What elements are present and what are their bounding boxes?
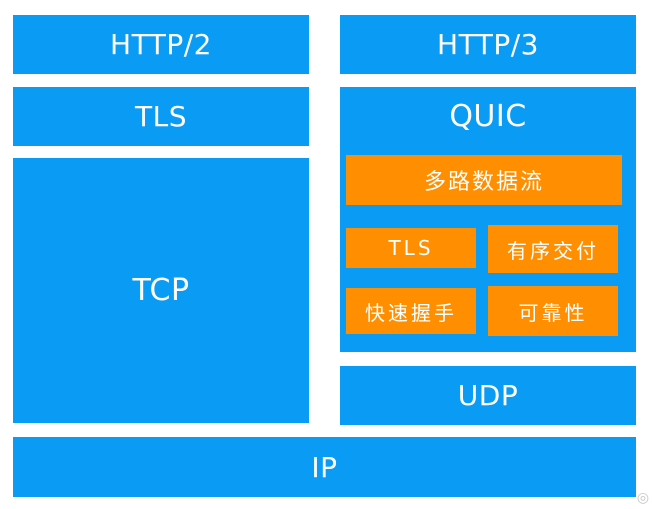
multiplexed-streams-box: 多路数据流: [346, 155, 622, 205]
http2-label: HTTP/2: [110, 28, 212, 61]
reliability-box: 可靠性: [488, 286, 618, 336]
ordered-delivery-label: 有序交付: [507, 238, 599, 263]
watermark-icon: ◎: [636, 490, 650, 506]
udp-layer: UDP: [340, 366, 636, 425]
multiplexed-streams-label: 多路数据流: [423, 170, 544, 195]
quic-tls-box: TLS: [346, 228, 476, 268]
quic-tls-label: TLS: [388, 236, 434, 260]
http3-label: HTTP/3: [437, 28, 539, 61]
udp-label: UDP: [457, 379, 519, 412]
tcp-layer: TCP: [13, 158, 309, 423]
tcp-label: TCP: [132, 273, 190, 308]
tls-label: TLS: [135, 100, 187, 133]
quic-layer: QUIC 多路数据流 TLS 有序交付 快速握手 可靠性: [340, 87, 636, 352]
ordered-delivery-box: 有序交付: [488, 225, 618, 273]
quic-title: QUIC: [449, 99, 527, 134]
ip-label: IP: [311, 450, 338, 484]
http2-layer: HTTP/2: [13, 15, 309, 74]
fast-handshake-box: 快速握手: [346, 288, 476, 334]
reliability-label: 可靠性: [518, 300, 588, 325]
ip-layer: IP: [13, 437, 636, 497]
http3-layer: HTTP/3: [340, 15, 636, 74]
fast-handshake-label: 快速握手: [365, 300, 457, 325]
tls-layer: TLS: [13, 87, 309, 146]
